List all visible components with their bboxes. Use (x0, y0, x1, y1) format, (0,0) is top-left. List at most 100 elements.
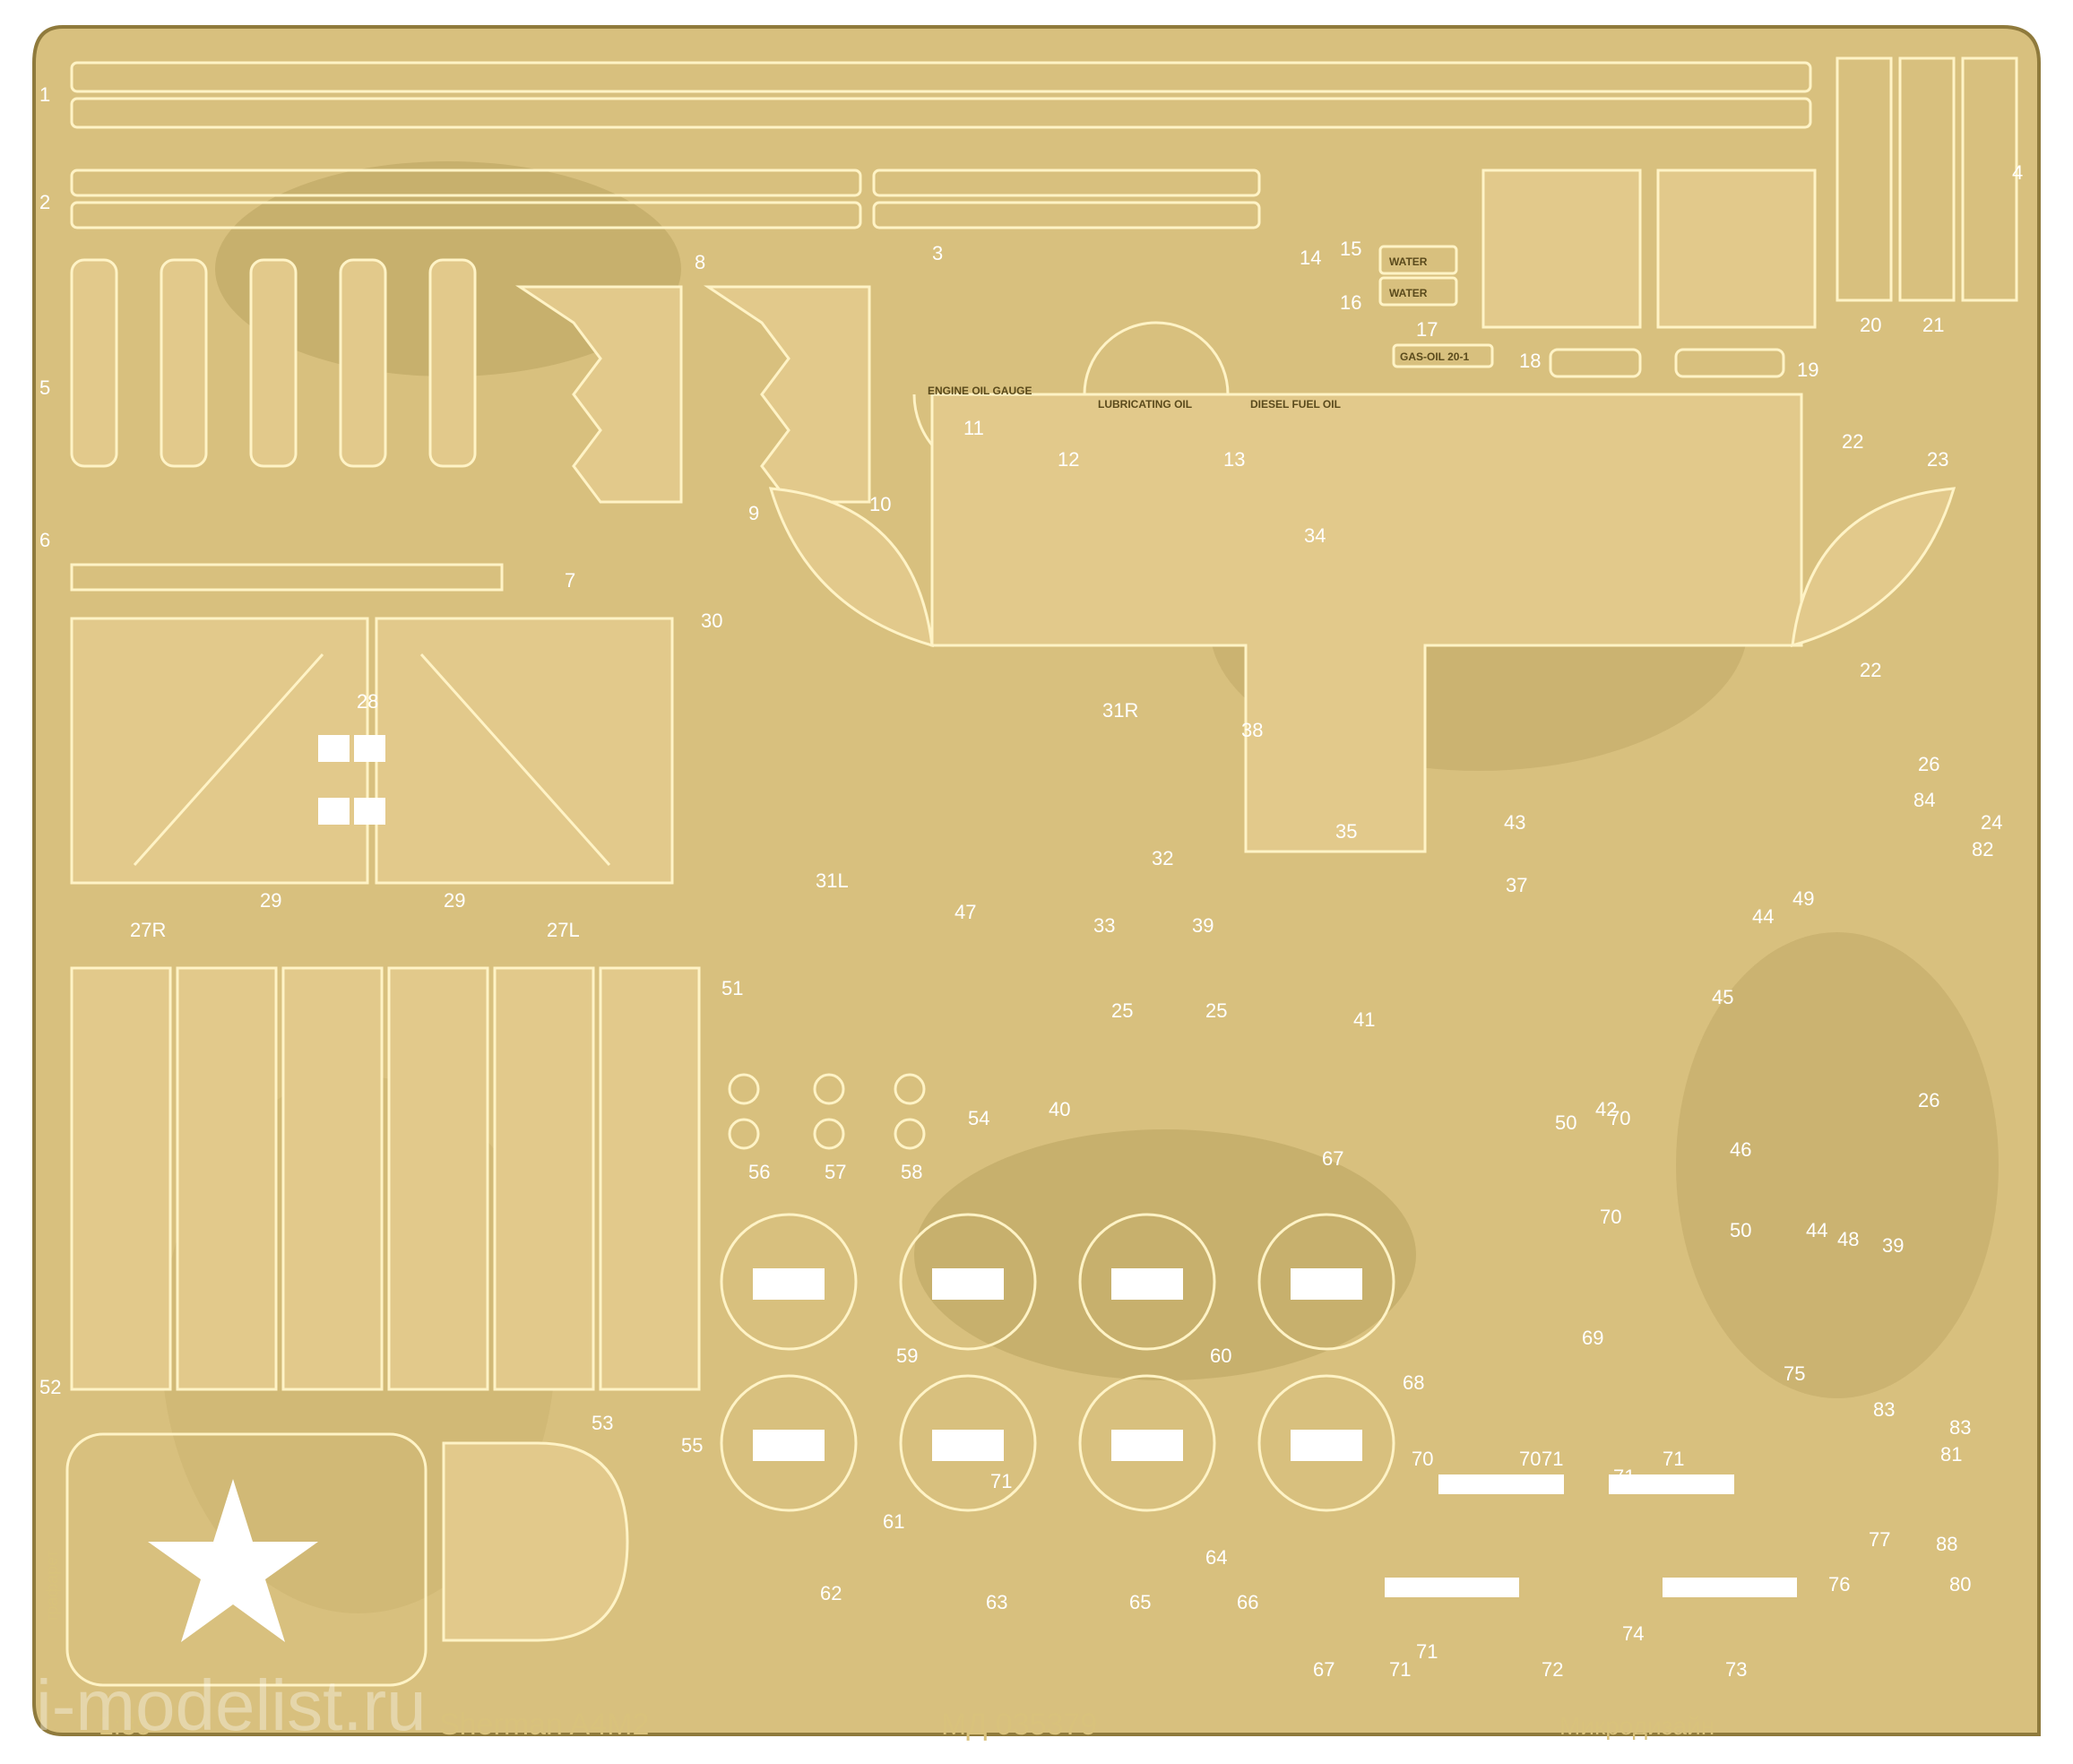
part-number: 71 (990, 1470, 1012, 1492)
part-number: 69 (1582, 1327, 1603, 1349)
part-number-labels: 1 2 3 4 5 6 7 8 9 10 11 12 13 14 15 16 1… (39, 83, 2023, 1681)
part-number: 75 (1784, 1362, 1805, 1385)
part-number: 25 (1111, 999, 1133, 1022)
part-number: 83 (1949, 1416, 1971, 1439)
part-number: 68 (1403, 1371, 1424, 1394)
product-code: МД 035379 (941, 1708, 1097, 1742)
deck-plates (70, 617, 674, 885)
part-number: 61 (883, 1510, 904, 1533)
part-number: 40 (1049, 1098, 1070, 1120)
part-number: 14 (1300, 246, 1321, 269)
part-number: 37 (1506, 874, 1527, 896)
part-number: 33 (1093, 914, 1115, 937)
part-number: 16 (1340, 291, 1361, 314)
part-number: 31L (816, 869, 849, 892)
part-number: 1 (39, 83, 50, 106)
part-number: 29 (444, 889, 465, 912)
watermark: i-modelist.ru (36, 1665, 427, 1745)
part-number: 71 (1416, 1640, 1438, 1663)
part-number: 38 (1241, 719, 1263, 741)
part-number: 82 (1972, 838, 1993, 860)
part-number: 71 (1389, 1658, 1411, 1681)
part-number: 52 (39, 1376, 61, 1398)
part-number: 60 (1210, 1345, 1231, 1367)
part-number: 70 (1609, 1107, 1630, 1129)
stamp-lubricating-oil: LUBRICATING OIL (1098, 398, 1192, 411)
part-number: 70 (1412, 1448, 1433, 1470)
part-number: 44 (1752, 905, 1774, 928)
part-number: 41 (1353, 1008, 1375, 1031)
part-number: 30 (701, 610, 722, 632)
part-number: 47 (954, 901, 976, 923)
part-number: 12 (1058, 448, 1079, 471)
panel-parts (70, 966, 701, 1391)
scale-label: 1:35 (99, 1711, 151, 1741)
part-number: 35 (1335, 820, 1357, 843)
part-number: 58 (901, 1161, 922, 1183)
part-number: 27R (130, 919, 166, 941)
part-number: 6 (39, 529, 50, 551)
part-number: 18 (1519, 350, 1541, 372)
part-number: 54 (968, 1107, 989, 1129)
part-number: 2 (39, 191, 50, 213)
part-number: 66 (1237, 1591, 1258, 1613)
part-number: 84 (1913, 789, 1935, 811)
part-number: 67 (1322, 1147, 1343, 1170)
part-number: 57 (825, 1161, 846, 1183)
fender-left (768, 487, 934, 648)
part-number: 8 (695, 251, 705, 273)
part-number: 50 (1555, 1111, 1576, 1134)
stamp-engine-oil-gauge: ENGINE OIL GAUGE (928, 385, 1032, 397)
part-number: 59 (896, 1345, 918, 1367)
clamp-parts (70, 258, 504, 592)
part-number: 46 (1730, 1138, 1751, 1161)
serrated-plates (515, 285, 871, 504)
part-number: 9 (748, 502, 759, 524)
stamp-gas-oil: GAS-OIL 20-1 (1400, 350, 1469, 363)
part-number: 72 (1542, 1658, 1563, 1681)
part-number: 74 (1622, 1622, 1644, 1645)
part-number: 28 (357, 690, 378, 713)
part-number: 10 (869, 493, 891, 515)
part-number: 25 (1205, 999, 1227, 1022)
part-number: 83 (1873, 1398, 1895, 1421)
part-number: 29 (260, 889, 281, 912)
part-number: 17 (1416, 318, 1438, 341)
part-number: 80 (1949, 1573, 1971, 1595)
part-number: 20 (1860, 314, 1881, 336)
part-number: 49 (1792, 887, 1814, 910)
part-number: 71 (1542, 1448, 1563, 1470)
part-number: 70 (1519, 1448, 1541, 1470)
part-number: 4 (2012, 161, 2023, 184)
hinge-boxes (1481, 169, 1817, 378)
part-number: 56 (748, 1161, 770, 1183)
part-number: 7 (565, 569, 575, 592)
part-number: 48 (1837, 1228, 1859, 1250)
small-rings (728, 1073, 926, 1150)
part-number: 42 (1595, 1098, 1617, 1120)
model-name: Sherman A4M2 (439, 1708, 649, 1742)
part-number: 70 (1600, 1206, 1621, 1228)
part-number: 45 (1712, 986, 1733, 1008)
part-number: 65 (1129, 1591, 1151, 1613)
part-number: 22 (1842, 430, 1863, 453)
fender-right (1791, 487, 1956, 648)
part-number: 39 (1192, 914, 1214, 937)
part-number: 24 (1981, 811, 2002, 834)
part-number: 43 (1504, 811, 1525, 834)
part-number: 11 (963, 417, 984, 439)
part-number: 71 (1663, 1448, 1684, 1470)
part-number: 21 (1922, 314, 1944, 336)
part-number: 81 (1940, 1443, 1962, 1466)
part-number: 44 (1806, 1219, 1827, 1241)
part-number: 51 (721, 977, 743, 999)
stamp-water-1: WATER (1389, 255, 1428, 268)
star-stencil (65, 1432, 428, 1687)
part-number: 50 (1730, 1219, 1751, 1241)
part-number: 55 (681, 1434, 703, 1457)
part-number: 62 (820, 1582, 842, 1604)
part-number: 76 (1828, 1573, 1850, 1595)
hatch-rings (720, 1213, 1395, 1512)
part-number: 88 (1936, 1533, 1957, 1555)
